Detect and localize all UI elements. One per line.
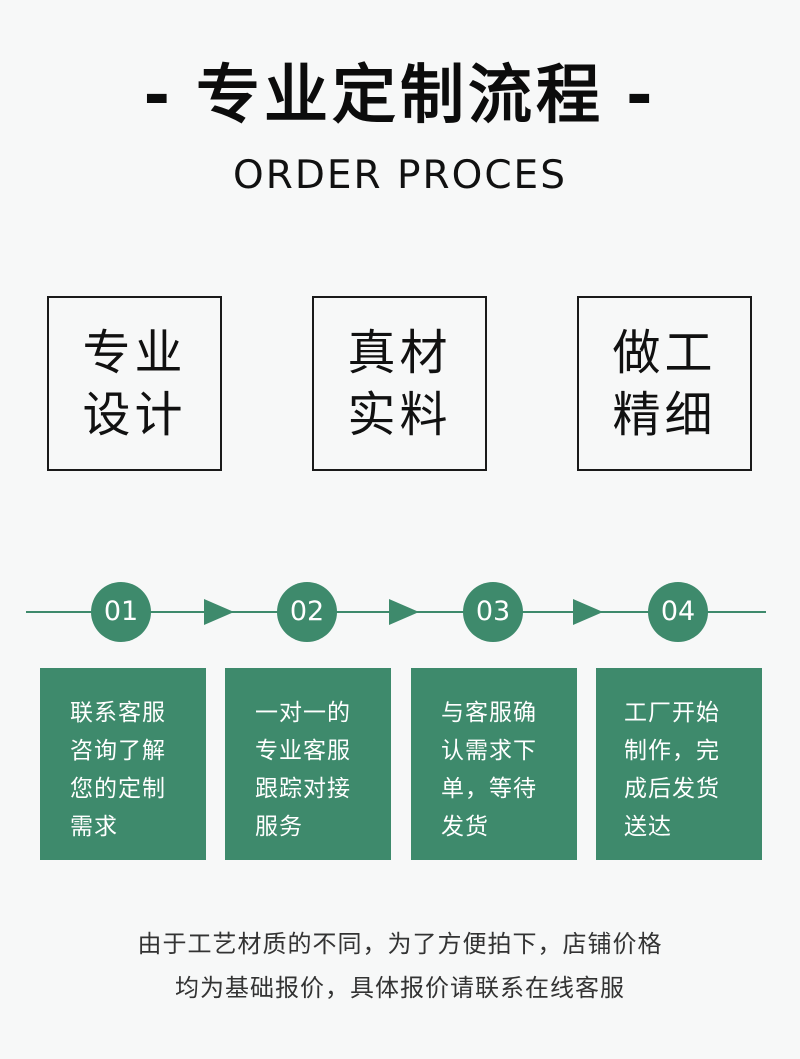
page-title: -专业定制流程- [0,56,800,136]
step-text: 跟踪对接 [255,776,351,802]
step-number-badge: 01 [91,582,151,642]
arrow-right-icon [389,599,419,625]
title-text: 专业定制流程 [196,59,604,133]
step-text: 联系客服 [70,700,166,726]
step-cards: 联系客服 咨询了解 您的定制 需求 一对一的 专业客服 跟踪对接 服务 与客服确… [0,668,800,860]
feature-label: 做工 [612,324,717,381]
step-text: 工厂开始 [624,700,720,726]
feature-label: 设计 [82,386,187,443]
step-card-service: 一对一的 专业客服 跟踪对接 服务 [225,668,391,860]
step-text: 需求 [70,814,118,840]
step-text: 成后发货 [624,776,720,802]
arrow-right-icon [204,599,234,625]
pricing-note: 由于工艺材质的不同，为了方便拍下，店铺价格 均为基础报价，具体报价请联系在线客服 [0,922,800,1010]
page-subtitle: ORDER PROCES [233,153,567,198]
step-text: 您的定制 [70,776,166,802]
step-text: 服务 [255,814,303,840]
step-text: 送达 [624,814,672,840]
step-text: 制作，完 [624,738,720,764]
feature-boxes: 专业 设计 真材 实料 做工 精细 [0,296,800,474]
step-card-order: 与客服确 认需求下 单，等待 发货 [411,668,577,860]
feature-label: 精细 [612,386,717,443]
step-text: 专业客服 [255,738,351,764]
step-text: 咨询了解 [70,738,166,764]
title-dash-right: - [626,59,657,133]
feature-box-design: 专业 设计 [47,296,222,471]
process-timeline: 01 02 03 04 [0,580,800,644]
step-card-delivery: 工厂开始 制作，完 成后发货 送达 [596,668,762,860]
step-number-badge: 02 [277,582,337,642]
title-dash-left: - [143,59,174,133]
step-number-badge: 03 [463,582,523,642]
pricing-note-line: 由于工艺材质的不同，为了方便拍下，店铺价格 [137,930,663,958]
step-text: 发货 [441,814,489,840]
feature-label: 真材 [347,324,452,381]
step-text: 认需求下 [441,738,537,764]
step-number-badge: 04 [648,582,708,642]
step-card-contact: 联系客服 咨询了解 您的定制 需求 [40,668,206,860]
feature-label: 专业 [82,324,187,381]
feature-box-material: 真材 实料 [312,296,487,471]
step-text: 单，等待 [441,776,537,802]
step-text: 一对一的 [255,700,351,726]
step-text: 与客服确 [441,700,537,726]
feature-box-craft: 做工 精细 [577,296,752,471]
feature-label: 实料 [347,386,452,443]
arrow-right-icon [573,599,603,625]
pricing-note-line: 均为基础报价，具体报价请联系在线客服 [175,974,625,1002]
